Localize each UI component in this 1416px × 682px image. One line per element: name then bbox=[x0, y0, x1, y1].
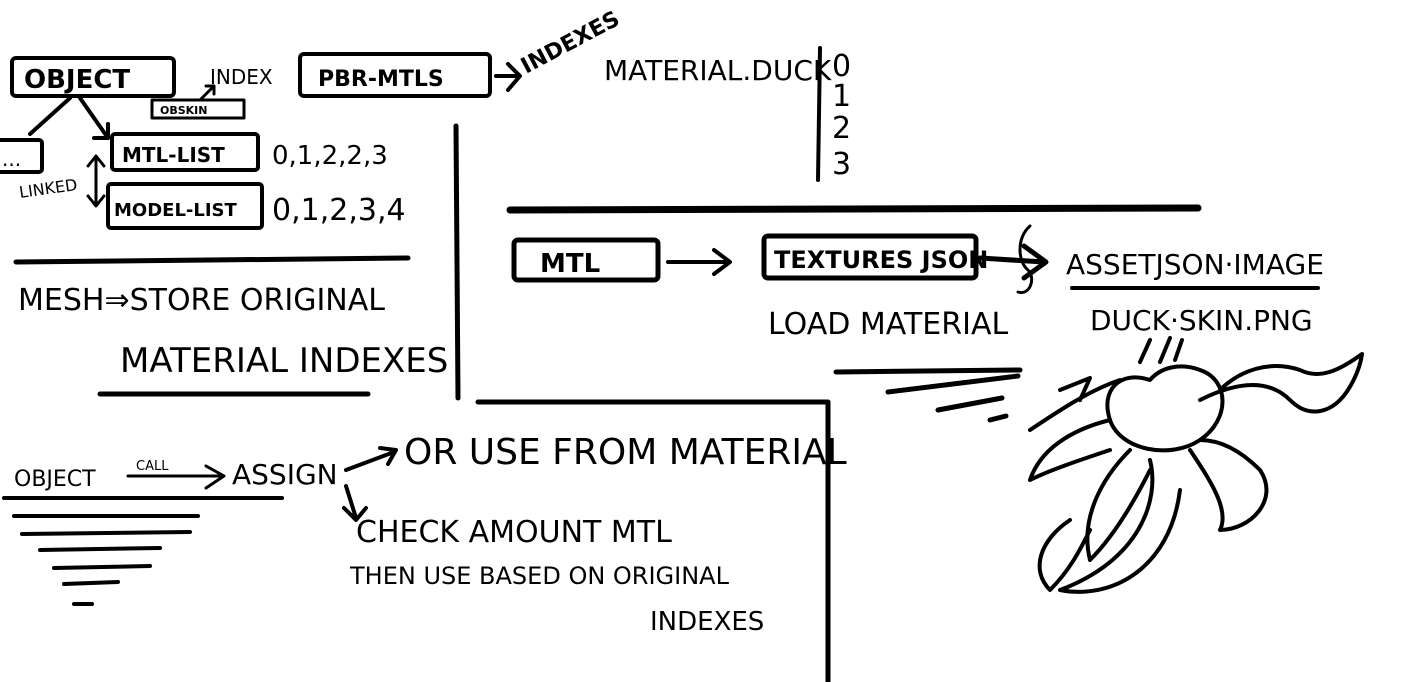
object-call-label: OBJECT bbox=[14, 467, 96, 492]
pbr-mtls-box: PBR-MTLS bbox=[298, 52, 492, 98]
assign-to-check-arrow bbox=[342, 484, 368, 522]
mtl-list-label: MTL-LIST bbox=[122, 143, 225, 167]
linked-arrow bbox=[86, 154, 106, 208]
textures-json-label: TEXTURES JSON bbox=[774, 246, 988, 274]
check-amount-label: CHECK AMOUNT MTL bbox=[356, 515, 672, 550]
model-list-label: MODEL-LIST bbox=[114, 200, 238, 221]
index-arrow: INDEX bbox=[198, 65, 273, 102]
call-arrow bbox=[126, 464, 226, 490]
linked-label: LINKED bbox=[18, 175, 79, 202]
assign-to-or-use-arrow bbox=[344, 446, 398, 472]
dots-box: ... bbox=[0, 138, 44, 174]
dots-label: ... bbox=[2, 147, 21, 171]
model-list-values: 0,1,2,3,4 bbox=[272, 193, 406, 228]
json-curly bbox=[1016, 224, 1034, 295]
mtl-list-values: 0,1,2,2,3 bbox=[272, 141, 388, 171]
index-item: 3 bbox=[832, 147, 851, 182]
funnel-lines bbox=[2, 496, 284, 606]
mtl-list-box: MTL-LIST bbox=[110, 132, 260, 172]
obskin-label: OBSKIN bbox=[160, 104, 207, 117]
or-use-label: OR USE FROM MATERIAL bbox=[404, 432, 847, 473]
octopus-doodle-icon bbox=[1028, 336, 1364, 594]
material-index-list: 0 1 2 3 bbox=[832, 49, 851, 182]
index-item: 0 bbox=[832, 49, 851, 84]
index-item: 1 bbox=[832, 79, 851, 114]
mesh-store-line2: MATERIAL INDEXES bbox=[120, 341, 448, 381]
mesh-store-line1: MESH⇒STORE ORIGINAL bbox=[18, 283, 385, 318]
material-duck-label: MATERIAL.DUCK bbox=[604, 54, 832, 87]
model-list-box: MODEL-LIST bbox=[106, 182, 264, 230]
object-to-dots-arrow bbox=[28, 96, 72, 136]
load-material-underlines bbox=[833, 367, 1023, 423]
mtl-to-textures-arrow bbox=[666, 248, 732, 276]
object-box-label: OBJECT bbox=[24, 65, 130, 95]
bottom-right-frame bbox=[475, 399, 831, 682]
pbr-arrow bbox=[494, 62, 522, 92]
index-item: 2 bbox=[832, 111, 851, 146]
obskin-tag: OBSKIN bbox=[150, 98, 246, 120]
index-label: INDEX bbox=[210, 65, 273, 89]
right-separator bbox=[506, 204, 1202, 214]
pbr-mtls-label: PBR-MTLS bbox=[318, 67, 444, 92]
duck-skin-label: DUCK·SKIN.PNG bbox=[1090, 304, 1313, 337]
indexes-bottom-label: INDEXES bbox=[650, 607, 764, 637]
left-separator bbox=[13, 255, 411, 265]
object-box: OBJECT bbox=[10, 56, 176, 98]
then-use-label: THEN USE BASED ON ORIGINAL bbox=[349, 562, 730, 590]
middle-vertical-divider bbox=[453, 123, 461, 401]
textures-to-assets-arrow bbox=[977, 243, 1049, 281]
mtl-box: MTL bbox=[511, 237, 661, 283]
assets-image-label: ASSETJSON·IMAGE bbox=[1066, 248, 1324, 281]
material-index-divider bbox=[816, 46, 822, 182]
assign-label: ASSIGN bbox=[232, 458, 338, 491]
textures-json-box: TEXTURES JSON bbox=[761, 233, 988, 281]
mtl-label: MTL bbox=[540, 249, 600, 279]
object-to-mtl-list-arrow bbox=[78, 96, 110, 140]
load-material-label: LOAD MATERIAL bbox=[768, 307, 1008, 342]
call-label: CALL bbox=[136, 459, 169, 474]
